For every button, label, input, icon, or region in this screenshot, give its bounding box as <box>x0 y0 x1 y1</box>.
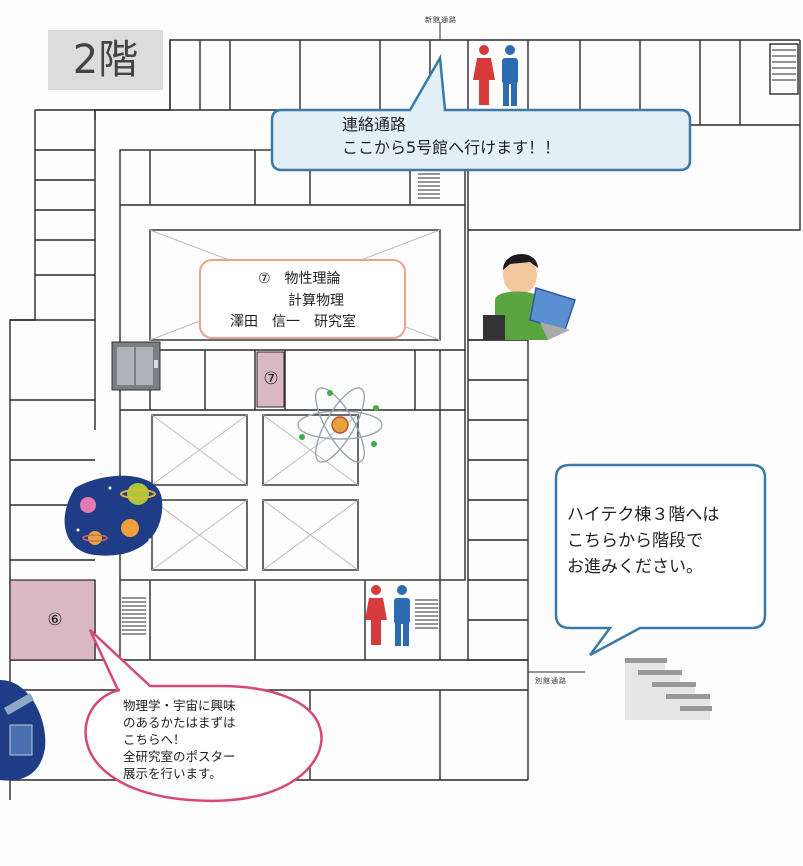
planets-icon <box>64 475 163 556</box>
east-corridor-label: 別館通路 <box>535 677 567 685</box>
restroom-icon-bottom <box>365 585 410 646</box>
stairs-icon <box>625 658 712 720</box>
lab7-line2: 計算物理 <box>288 293 344 309</box>
connection-body: ここから5号館へ行けます！！ <box>342 138 561 157</box>
north-corridor-label: 新館通路 <box>425 16 457 24</box>
lab7-callout-shape <box>199 259 406 339</box>
room6-line2: のあるかたはまずは <box>123 715 236 730</box>
restroom-icon-top <box>473 45 518 106</box>
connection-callout-shape <box>270 53 692 172</box>
room-6-number: ⑥ <box>47 610 63 630</box>
satellite-icon <box>0 680 46 781</box>
room6-line5: 展示を行います。 <box>123 766 222 781</box>
lab7-line3: 澤田 信一 研究室 <box>230 314 356 330</box>
stairs-hatch <box>122 49 796 635</box>
room-6 <box>9 579 96 661</box>
elevator-icon <box>111 341 161 391</box>
room-7 <box>256 351 285 408</box>
room-7-number: ⑦ <box>263 369 279 389</box>
hitech-callout-shape <box>554 463 767 657</box>
room6-callout-shape <box>84 629 323 803</box>
atom-icon <box>297 387 383 463</box>
floor-label: 2階 <box>48 30 163 90</box>
hitech-line1: ハイテク棟３階へは <box>567 505 720 525</box>
hitech-line2: こちらから階段で <box>567 531 703 551</box>
room6-line1: 物理学・宇宙に興味 <box>123 698 236 713</box>
room6-line3: こちらへ！ <box>123 732 186 747</box>
person-laptop-icon <box>483 253 576 340</box>
hitech-line3: お進みください。 <box>567 557 703 577</box>
connection-title: 連絡通路 <box>342 115 407 134</box>
room6-line4: 全研究室のポスター <box>123 749 236 764</box>
lab7-line1: ⑦ 物性理論 <box>258 271 341 287</box>
